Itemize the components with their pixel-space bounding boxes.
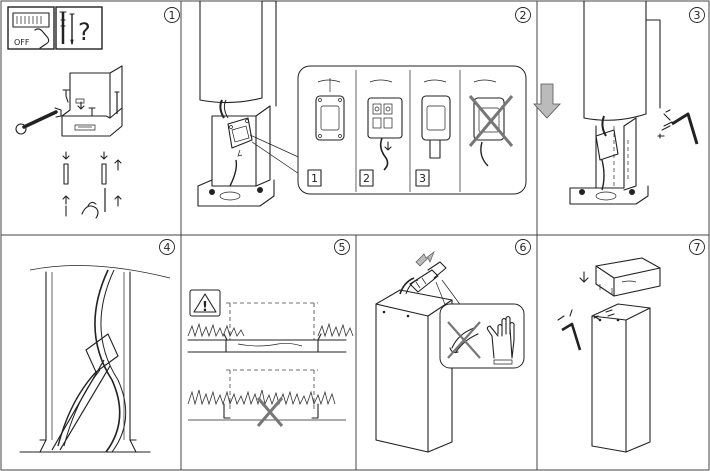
wrench-icon — [15, 107, 62, 135]
warning-icon: ! — [189, 289, 221, 317]
allen-key-icon — [561, 322, 582, 351]
step-badge-1: 1 — [164, 7, 180, 23]
step-5-panel: ! — [187, 289, 354, 427]
step-2-panel: 1 2 3 — [197, 0, 527, 207]
power-off-icon: OFF — [7, 6, 55, 50]
down-arrow-icon — [533, 83, 561, 119]
step-badge-5: 5 — [334, 239, 350, 255]
svg-text:OFF: OFF — [14, 38, 30, 47]
svg-text:3: 3 — [694, 9, 701, 22]
step-badge-2: 2 — [515, 7, 531, 23]
svg-text:5: 5 — [339, 241, 346, 254]
cutter-crossed-icon — [447, 321, 481, 359]
step-badge-3: 3 — [689, 7, 705, 23]
cross-icon — [256, 397, 284, 427]
step-1-panel: OFF ? — [7, 6, 123, 219]
step-3-panel — [533, 0, 699, 205]
step-6-panel — [375, 250, 525, 453]
svg-text:?: ? — [78, 18, 91, 46]
svg-text:2: 2 — [520, 9, 527, 22]
svg-text:1: 1 — [169, 9, 176, 22]
svg-text:6: 6 — [520, 241, 527, 254]
step-badge-7: 7 — [689, 239, 705, 255]
svg-text:!: ! — [202, 300, 208, 315]
svg-text:7: 7 — [694, 241, 701, 254]
svg-text:1: 1 — [311, 172, 318, 185]
cross-icon — [468, 95, 514, 147]
step-badge-6: 6 — [515, 239, 531, 255]
step-7-panel — [557, 257, 661, 453]
allen-key-icon — [671, 112, 699, 145]
step-4-panel — [19, 265, 171, 453]
glove-icon — [486, 315, 515, 365]
tools-question-icon: ? — [55, 6, 103, 50]
step-badge-4: 4 — [159, 239, 175, 255]
svg-text:3: 3 — [419, 172, 426, 185]
svg-text:4: 4 — [164, 241, 171, 254]
svg-text:2: 2 — [363, 172, 370, 185]
